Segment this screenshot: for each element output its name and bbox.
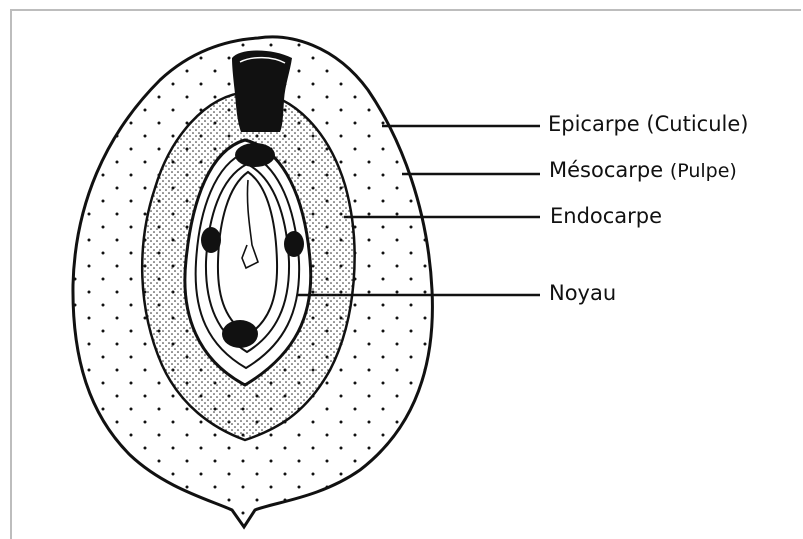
label-mesocarpe: Mésocarpe (Pulpe) <box>549 160 737 181</box>
label-endocarpe: Endocarpe <box>550 206 662 227</box>
pit-spot-right <box>284 231 304 257</box>
label-epicarpe: Epicarpe (Cuticule) <box>548 114 748 135</box>
label-mesocarpe-sub: (Pulpe) <box>670 160 737 182</box>
label-mesocarpe-main: Mésocarpe <box>549 158 663 182</box>
label-endocarpe-main: Endocarpe <box>550 204 662 228</box>
label-epicarpe-main: Epicarpe <box>548 112 640 136</box>
label-noyau-main: Noyau <box>549 281 616 305</box>
pit-spot-left <box>201 227 221 253</box>
pit-spot-top <box>235 143 275 167</box>
label-noyau: Noyau <box>549 283 616 304</box>
label-epicarpe-sub: (Cuticule) <box>646 112 748 136</box>
pit-spot-bottom <box>222 320 258 348</box>
